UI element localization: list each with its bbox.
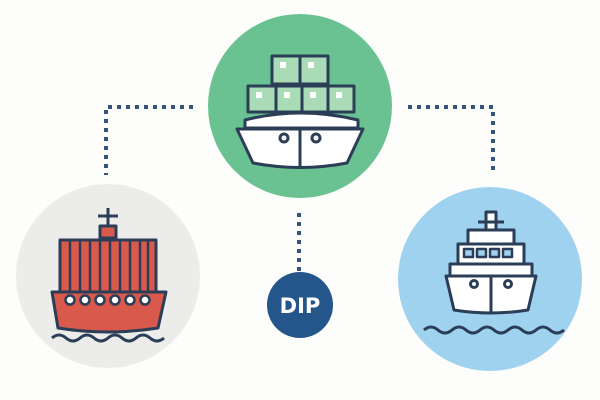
container-ship-icon — [235, 54, 365, 169]
right-ship-node — [398, 187, 582, 371]
connector-top-to-left — [104, 105, 193, 175]
dip-badge-label: DIP — [280, 294, 321, 318]
connectors — [104, 105, 495, 272]
passenger-ship-icon — [423, 210, 565, 335]
dip-badge: DIP — [267, 272, 333, 338]
cargo-ship-icon — [50, 208, 168, 343]
connector-top-to-right — [408, 105, 495, 175]
dip-badge-circle — [267, 272, 333, 338]
top-ship-node — [208, 14, 392, 198]
left-ship-node — [16, 184, 200, 368]
